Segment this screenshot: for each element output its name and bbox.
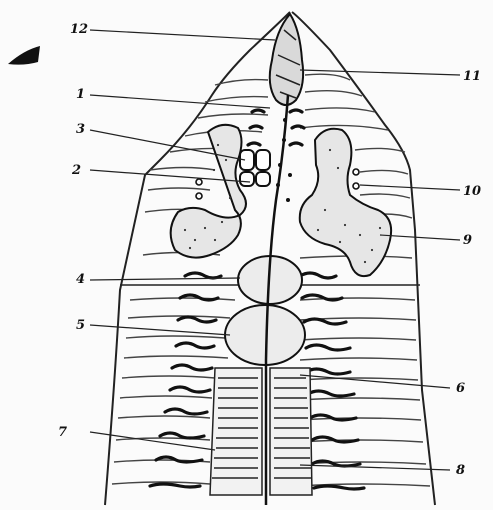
label-2: 2 bbox=[71, 163, 81, 178]
testis-sacs bbox=[240, 150, 270, 186]
label-5: 5 bbox=[76, 318, 85, 333]
label-12: 12 bbox=[70, 22, 88, 37]
label-3: 3 bbox=[76, 122, 85, 137]
label-8: 8 bbox=[456, 463, 465, 478]
arrow-mark-icon bbox=[8, 46, 40, 65]
label-10: 10 bbox=[463, 184, 481, 199]
label-7: 7 bbox=[58, 425, 67, 440]
label-11: 11 bbox=[463, 69, 481, 84]
label-1: 1 bbox=[76, 87, 85, 102]
label-9: 9 bbox=[463, 233, 472, 248]
seminal-vesicles bbox=[171, 125, 391, 276]
label-4: 4 bbox=[76, 272, 85, 287]
label-6: 6 bbox=[456, 381, 465, 396]
intestine bbox=[210, 368, 312, 495]
